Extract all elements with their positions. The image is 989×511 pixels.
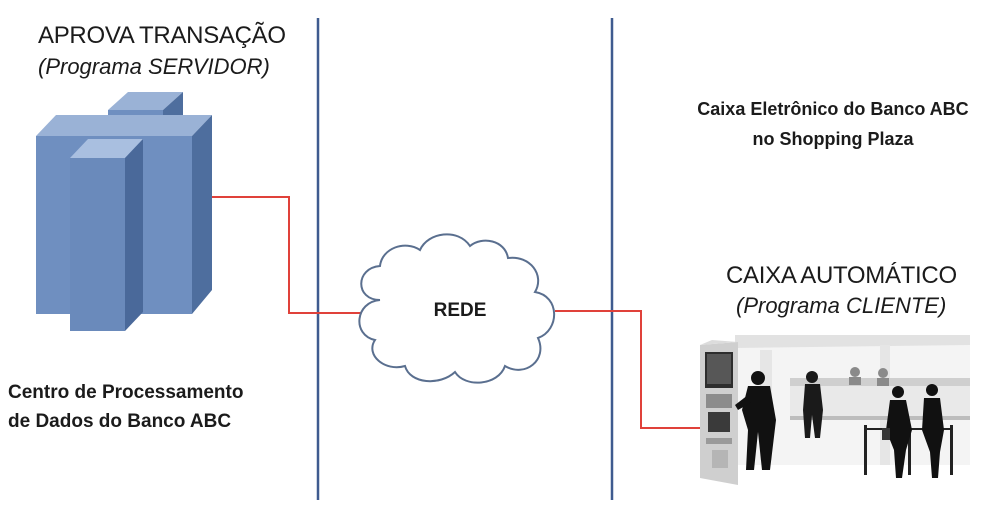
client-subtitle: (Programa CLIENTE) <box>736 293 947 318</box>
atm-location-line1: Caixa Eletrônico do Banco ABC <box>697 99 969 119</box>
atm-scene-image <box>700 335 970 485</box>
server-building-icon <box>36 92 212 331</box>
atm-location-line2: no Shopping Plaza <box>752 129 914 149</box>
network-cloud-icon <box>358 233 556 384</box>
client-title: CAIXA AUTOMÁTICO <box>726 262 957 289</box>
server-subtitle: (Programa SERVIDOR) <box>38 54 270 79</box>
network-label: REDE <box>433 300 487 321</box>
connector-network-atm <box>555 310 700 429</box>
server-title: APROVA TRANSAÇÃO <box>38 22 286 49</box>
server-location-line2: de Dados do Banco ABC <box>8 411 232 432</box>
server-location-label: Centro de Processamento de Dados do Banc… <box>8 378 243 436</box>
atm-location-label: Caixa Eletrônico do Banco ABC no Shoppin… <box>683 94 983 154</box>
connector-server-network <box>212 196 370 314</box>
server-location-line1: Centro de Processamento <box>8 382 244 403</box>
